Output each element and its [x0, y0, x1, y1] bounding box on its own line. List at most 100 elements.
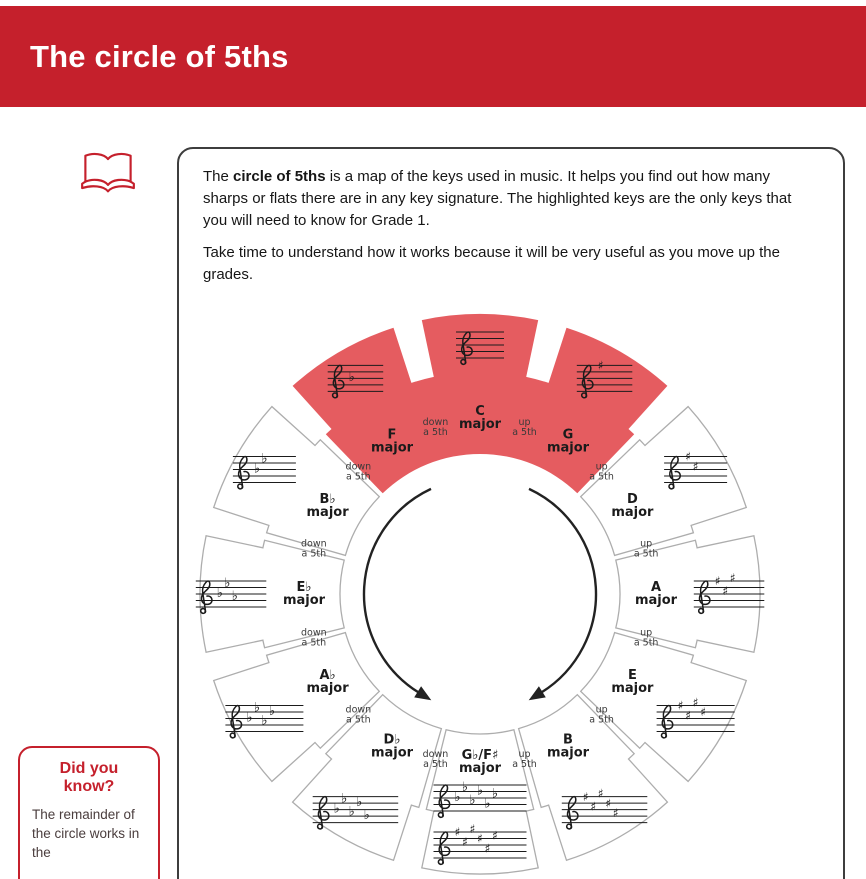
- key-signature-staff-e-major: ♯♯♯♯: [656, 695, 735, 739]
- segment-b-major: [517, 693, 669, 862]
- highlighted-region-f-c-g: [292, 313, 668, 494]
- key-signature-staff-bflat-major: ♭♭: [232, 452, 296, 490]
- sharp-icon: ♯: [685, 450, 691, 464]
- key-signature-staff-g-major: ♯: [576, 359, 633, 399]
- intro-p1-after: is a map of the keys used in music. It h…: [203, 168, 792, 229]
- page-header: The circle of 5ths: [0, 6, 866, 107]
- sharp-icon: ♯: [455, 825, 461, 839]
- sharp-icon: ♯: [722, 584, 728, 598]
- sharp-icon: ♯: [485, 842, 491, 856]
- sharp-icon: ♯: [693, 695, 699, 709]
- key-signature-staff-gflat-fsharp-major-sharps: ♯♯♯♯♯♯: [433, 822, 527, 866]
- key-signature-staff-c-major: [456, 331, 504, 366]
- key-label-gflat-fsharp-major: G♭/F♯major: [459, 748, 502, 776]
- key-signature-staff-gflat-fsharp-major-flats: ♭♭♭♭♭♭: [433, 780, 527, 819]
- intro-paragraph-1: The circle of 5ths is a map of the keys …: [203, 166, 815, 231]
- flat-icon: ♭: [261, 452, 267, 467]
- key-signature-staff-b-major: ♯♯♯♯♯: [561, 787, 648, 830]
- clockwise-up-a-5th-arrow: [528, 487, 598, 694]
- key-signature-staff-d-major: ♯♯: [664, 450, 728, 490]
- flat-icon: ♭: [254, 461, 260, 476]
- sharp-icon: ♯: [598, 359, 604, 373]
- flat-icon: ♭: [254, 701, 260, 716]
- did-you-know-box: Did you know? The remainder of the circl…: [18, 746, 160, 879]
- treble-clef-icon: [460, 331, 473, 366]
- segment-bflat-major: [212, 405, 381, 557]
- counterclockwise-down-a-5th-arrow: [362, 487, 432, 694]
- clockwise-up-a-5th-arrow-arrowhead-icon: [528, 686, 546, 701]
- flat-icon: ♭: [261, 714, 267, 729]
- segment-e-major: [579, 631, 748, 783]
- page-title: The circle of 5ths: [30, 38, 289, 74]
- flat-icon: ♭: [224, 576, 230, 591]
- sharp-icon: ♯: [492, 829, 498, 843]
- flat-icon: ♭: [462, 780, 468, 795]
- segment-d-major: [579, 405, 748, 557]
- sharp-icon: ♯: [462, 835, 468, 849]
- flat-icon: ♭: [269, 704, 275, 719]
- flat-icon: ♭: [484, 796, 490, 811]
- flat-icon: ♭: [469, 793, 475, 808]
- sharp-icon: ♯: [678, 699, 684, 713]
- treble-clef-icon: [660, 704, 674, 739]
- segment-dflat-major: [291, 693, 443, 862]
- segment-aflat-major: [212, 631, 381, 783]
- sharp-icon: ♯: [605, 796, 611, 810]
- sharp-icon: ♯: [598, 787, 604, 801]
- treble-clef-icon: [437, 784, 451, 819]
- sharp-icon: ♯: [715, 574, 721, 588]
- sharp-icon: ♯: [685, 708, 691, 722]
- counterclockwise-down-a-5th-arrow-arrowhead-icon: [414, 686, 432, 701]
- flat-icon: ♭: [349, 370, 355, 385]
- flat-icon: ♭: [492, 787, 498, 802]
- sharp-icon: ♯: [470, 822, 476, 836]
- did-you-know-body: The remainder of the circle works in the: [32, 806, 140, 860]
- flat-icon: ♭: [341, 792, 347, 807]
- sharp-icon: ♯: [477, 832, 483, 846]
- key-label-dflat-major: D♭major: [371, 732, 414, 760]
- open-book-icon: [80, 148, 136, 198]
- sharp-icon: ♯: [693, 459, 699, 473]
- flat-icon: ♭: [356, 795, 362, 810]
- treble-clef-icon: [237, 455, 250, 490]
- treble-clef-icon: [697, 580, 711, 615]
- key-signature-staff-f-major: ♭: [327, 364, 384, 399]
- flat-icon: ♭: [232, 589, 238, 604]
- treble-clef-icon: [229, 704, 243, 739]
- key-label-bflat-major: B♭major: [307, 492, 350, 520]
- flat-icon: ♭: [477, 783, 483, 798]
- key-label-aflat-major: A♭major: [307, 668, 350, 696]
- intro-p1-before: The: [203, 168, 234, 185]
- sharp-icon: ♯: [613, 806, 619, 820]
- flat-icon: ♭: [334, 801, 340, 816]
- sharp-icon: ♯: [730, 571, 736, 585]
- treble-clef-icon: [668, 455, 681, 490]
- flat-icon: ♭: [454, 790, 460, 805]
- intro-p1-bold: circle of 5ths: [233, 168, 326, 185]
- treble-clef-icon: [565, 795, 579, 830]
- did-you-know-title: Did you know?: [59, 760, 119, 796]
- flat-icon: ♭: [217, 586, 223, 601]
- sharp-icon: ♯: [590, 800, 596, 814]
- treble-clef-icon: [437, 831, 451, 866]
- segment-eflat-major: [199, 535, 345, 653]
- key-signature-staff-dflat-major: ♭♭♭♭♭: [312, 792, 399, 830]
- treble-clef-icon: [316, 795, 330, 830]
- treble-clef-icon: [580, 364, 594, 399]
